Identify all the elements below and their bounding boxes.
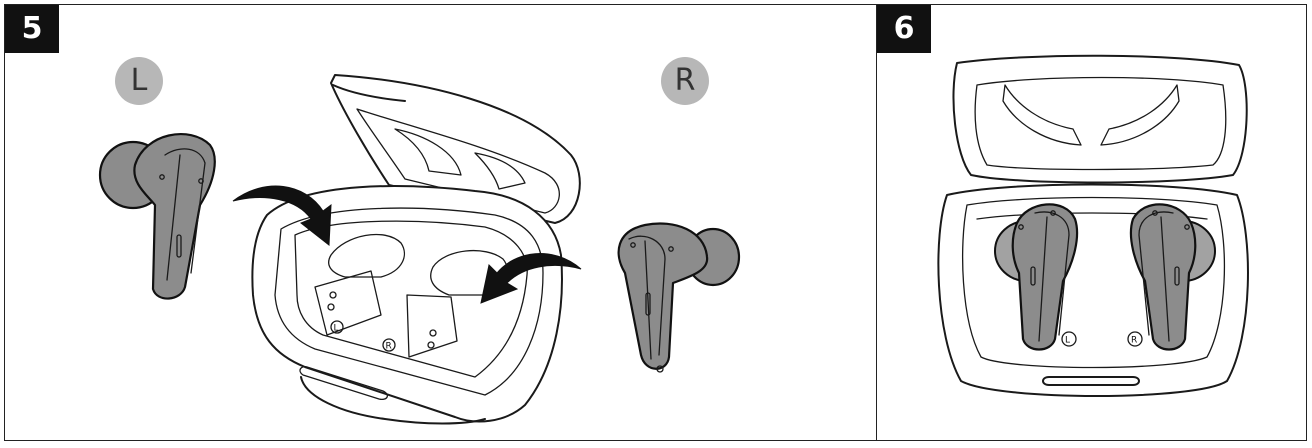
step-5-panel: 5 L R — [4, 4, 877, 441]
step-6-illustration: L R — [937, 54, 1249, 397]
step-6-number: 6 — [877, 5, 931, 53]
step-5-number: 5 — [5, 5, 59, 53]
left-earbud-label: L — [115, 57, 163, 105]
step-6-panel: 6 — [876, 4, 1307, 441]
case-marker-left: L — [334, 324, 339, 334]
case-marker-right: R — [1131, 336, 1137, 346]
case-marker-left: L — [1065, 336, 1070, 346]
curved-arrow-icon — [480, 253, 582, 304]
curved-arrow-icon — [232, 185, 332, 246]
earbud-left-icon — [98, 132, 216, 300]
earbud-right-icon — [1129, 203, 1216, 351]
earbud-right-icon — [617, 222, 741, 373]
right-earbud-label: R — [661, 57, 709, 105]
case-marker-right: R — [386, 342, 392, 352]
charging-case-icon: L R — [251, 74, 581, 425]
earbud-left-icon — [994, 203, 1079, 351]
step-5-illustration: L R — [98, 74, 741, 425]
